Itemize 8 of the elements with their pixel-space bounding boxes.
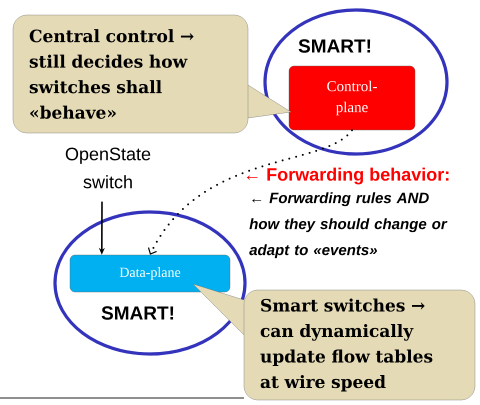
callout: Smart switches → can dynamically update flow tables at wire speed (192, 284, 476, 400)
switch-label: OpenState switch (66, 148, 150, 188)
behavior-note: ← Forwarding rules AND how they should change or adapt to «events» (249, 192, 448, 258)
behavior-heading: ← Forwarding behavior: (246, 168, 448, 184)
plane-box: Control-plane (288, 66, 416, 130)
plane-box: Data-plane (70, 254, 230, 292)
callout: Central control → still decides how switches shall «behave» (12, 14, 292, 134)
arrow (148, 129, 353, 255)
